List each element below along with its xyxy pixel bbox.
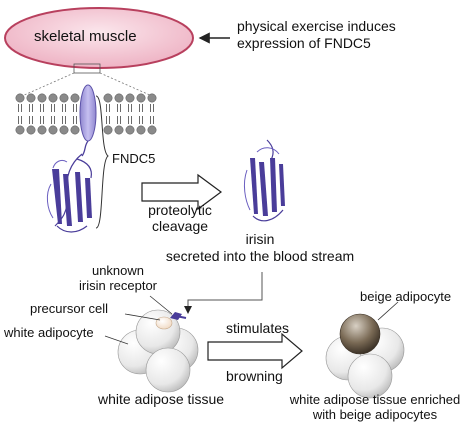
beige-adipose-cluster (325, 313, 405, 399)
cleavage-label: proteolytic cleavage (140, 202, 220, 234)
enriched-tissue-line1: white adipose tissue enriched (289, 392, 461, 407)
lipid-head (15, 125, 25, 135)
irisin-receptor (170, 312, 187, 320)
lipid-head (48, 93, 58, 103)
lipid-head (70, 125, 80, 135)
lipid-head (48, 125, 58, 135)
exercise-text: physical exercise induces expression of … (237, 18, 396, 52)
white-adipose-tissue-label: white adipose tissue (98, 391, 225, 407)
lipid-head (103, 93, 113, 103)
lipid-head (26, 93, 36, 103)
fndc5-helix (79, 84, 97, 142)
lipid-head (70, 93, 80, 103)
browning-arrow (207, 332, 303, 370)
precursor-cell (155, 316, 173, 330)
bloodstream-arrow (184, 272, 263, 314)
enriched-tissue-label: white adipose tissue enriched with beige… (282, 392, 468, 422)
receptor-label-line2: irisin receptor (78, 278, 158, 293)
fndc5-brace (95, 95, 109, 229)
precursor-label: precursor cell (30, 301, 109, 316)
cleavage-arrow (141, 173, 223, 211)
lipid-head (26, 125, 36, 135)
beige-adipocyte-label: beige adipocyte (360, 289, 452, 304)
irisin-label: irisin secreted into the blood stream (150, 231, 370, 265)
lipid-head (125, 93, 135, 103)
lipid-head (114, 125, 124, 135)
irisin-protein (243, 139, 285, 222)
lipid-head (147, 125, 157, 135)
secreted-label: secreted into the blood stream (165, 248, 355, 264)
irisin-label-line1: irisin (245, 231, 275, 247)
lipid-head (114, 93, 124, 103)
lipid-head (37, 93, 47, 103)
fndc5-protein (46, 153, 92, 233)
membrane-zoom-box (73, 63, 101, 74)
lipid-head (15, 93, 25, 103)
cleavage-label-line2: cleavage (151, 218, 209, 234)
lipid-head (147, 93, 157, 103)
cleavage-label-line1: proteolytic (148, 202, 212, 218)
skeletal-muscle-label: skeletal muscle (34, 28, 137, 45)
stimulates-label: stimulates (226, 320, 290, 336)
exercise-text-line2: expression of FNDC5 (237, 35, 371, 51)
lipid-head (136, 93, 146, 103)
lipid-head (125, 125, 135, 135)
fndc5-label: FNDC5 (112, 151, 156, 166)
lipid-bilayer (15, 93, 157, 135)
white-adipose-cluster (117, 309, 199, 393)
white-adipocyte-label: white adipocyte (4, 325, 94, 340)
lipid-head (136, 125, 146, 135)
receptor-label: unknown irisin receptor (58, 263, 178, 293)
lipid-head (59, 93, 69, 103)
exercise-text-line1: physical exercise induces (237, 18, 396, 34)
skeletal-muscle-ellipse (4, 7, 194, 69)
receptor-label-line1: unknown (91, 263, 145, 278)
lipid-head (103, 125, 113, 135)
lipid-head (37, 125, 47, 135)
browning-label: browning (226, 368, 283, 384)
lipid-head (59, 125, 69, 135)
enriched-tissue-line2: with beige adipocytes (312, 407, 438, 422)
